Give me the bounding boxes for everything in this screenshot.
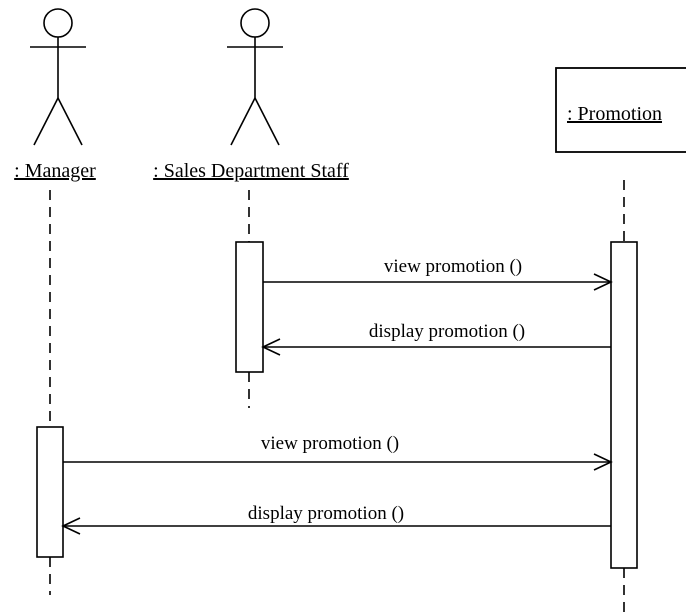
actor-figure-icon <box>30 8 86 146</box>
message-label: view promotion () <box>384 256 522 277</box>
object-label-promotion: : Promotion <box>567 103 662 125</box>
arrowhead-right-icon <box>593 453 613 471</box>
message-label: view promotion () <box>261 433 399 454</box>
activation-bar-manager <box>36 426 64 558</box>
actor-sales-department-staff: : Sales Department Staff <box>153 8 349 182</box>
activation-bar-promotion <box>610 241 638 569</box>
object-box <box>555 67 686 153</box>
message-label: display promotion () <box>369 321 525 342</box>
arrowhead-left-icon <box>261 338 281 356</box>
arrowhead-left-icon <box>61 517 81 535</box>
message-label: display promotion () <box>248 503 404 524</box>
actor-label-manager: : Manager <box>14 160 96 182</box>
actor-figure-icon <box>227 8 283 146</box>
message-display-promotion-manager: display promotion () <box>61 503 611 535</box>
message-display-promotion-staff: display promotion () <box>261 321 611 356</box>
actor-label-sales-department-staff: : Sales Department Staff <box>153 160 349 182</box>
actor-manager: : Manager <box>14 8 96 182</box>
object-promotion: : Promotion <box>555 67 686 153</box>
arrowhead-right-icon <box>593 273 613 291</box>
message-view-promotion-staff: view promotion () <box>263 256 613 291</box>
message-view-promotion-manager: view promotion () <box>63 433 613 471</box>
activation-bar-sales-department-staff <box>235 241 264 373</box>
